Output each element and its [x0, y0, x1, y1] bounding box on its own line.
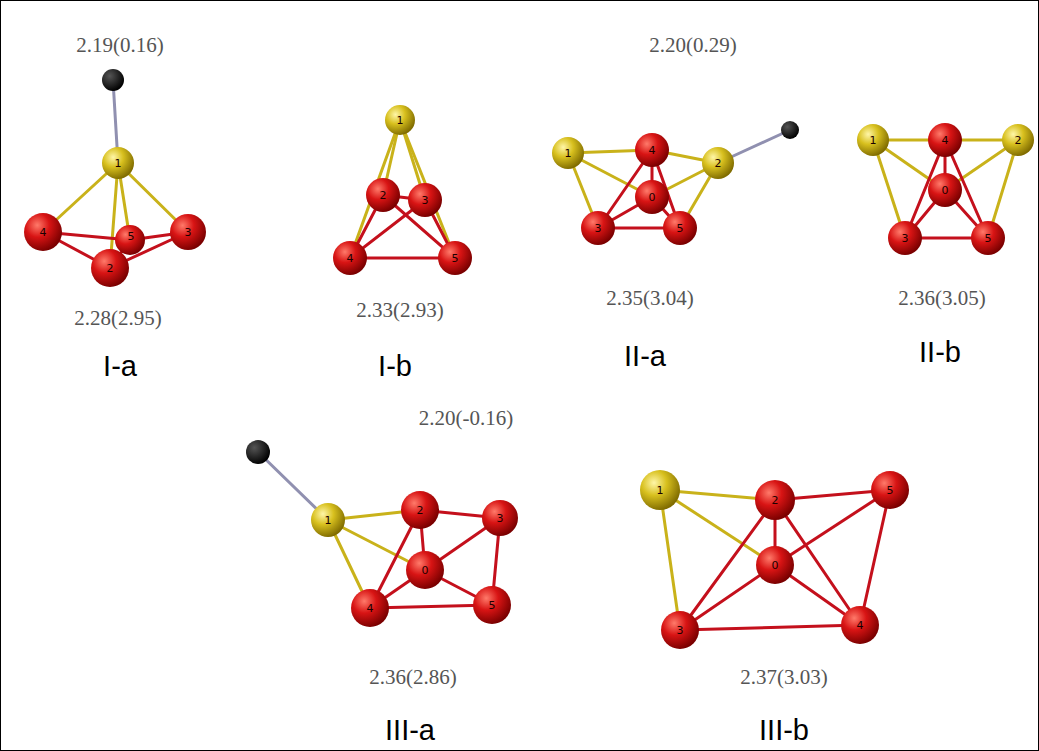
atom-number: 0 [649, 192, 656, 203]
structure-label: I-b [378, 352, 412, 381]
atom-number: 0 [772, 560, 779, 571]
atom-number: 1 [325, 515, 332, 526]
atom-number: 4 [40, 227, 47, 238]
atom-number: 1 [397, 115, 404, 126]
atom-number: 1 [657, 485, 664, 496]
atom-number: 4 [857, 620, 864, 631]
energy-value: 2.35(3.04) [606, 288, 694, 309]
atom-number: 4 [347, 253, 354, 264]
atom-number: 2 [1015, 135, 1022, 146]
structure-label: II-b [919, 338, 961, 367]
energy-value: 2.33(2.93) [356, 300, 444, 321]
energy-value: 2.19(0.16) [76, 35, 164, 56]
atom-number: 2 [107, 263, 114, 274]
energy-value: 2.37(3.03) [740, 667, 828, 688]
structure-label: I-a [103, 352, 137, 381]
atom-number: 1 [115, 158, 122, 169]
atom-number: 5 [489, 600, 496, 611]
atom-number: 3 [595, 223, 602, 234]
atom-number: 4 [942, 135, 949, 146]
structure-label: III-a [385, 716, 435, 745]
atoms [24, 69, 1034, 649]
atom-number: 0 [942, 185, 949, 196]
atom-number: 5 [128, 231, 135, 242]
bonds [43, 80, 1018, 630]
structure-label: III-b [759, 716, 809, 745]
atom-number: 4 [367, 603, 374, 614]
atom-number: 2 [380, 190, 387, 201]
atom-number: 1 [870, 135, 877, 146]
atom-number: 2 [417, 505, 424, 516]
energy-value: 2.20(-0.16) [419, 408, 513, 429]
energy-value: 2.28(2.95) [74, 308, 162, 329]
atom-number: 3 [902, 233, 909, 244]
atom-number: 1 [565, 148, 572, 159]
atom-number: 4 [649, 145, 656, 156]
energy-value: 2.20(0.29) [649, 35, 737, 56]
atom-number: 5 [452, 253, 459, 264]
atom-number: 3 [497, 513, 504, 524]
atom-number: 3 [422, 195, 429, 206]
atom-number: 5 [677, 223, 684, 234]
atom-number: 2 [772, 495, 779, 506]
atom-number: 0 [422, 565, 429, 576]
energy-value: 2.36(2.86) [369, 667, 457, 688]
atom-number: 2 [715, 158, 722, 169]
atom-number: 3 [185, 227, 192, 238]
energy-value: 2.36(3.05) [898, 288, 986, 309]
atom-number: 5 [887, 485, 894, 496]
atom-number: 3 [677, 625, 684, 636]
structure-label: II-a [624, 342, 666, 371]
atom-number: 5 [985, 233, 992, 244]
